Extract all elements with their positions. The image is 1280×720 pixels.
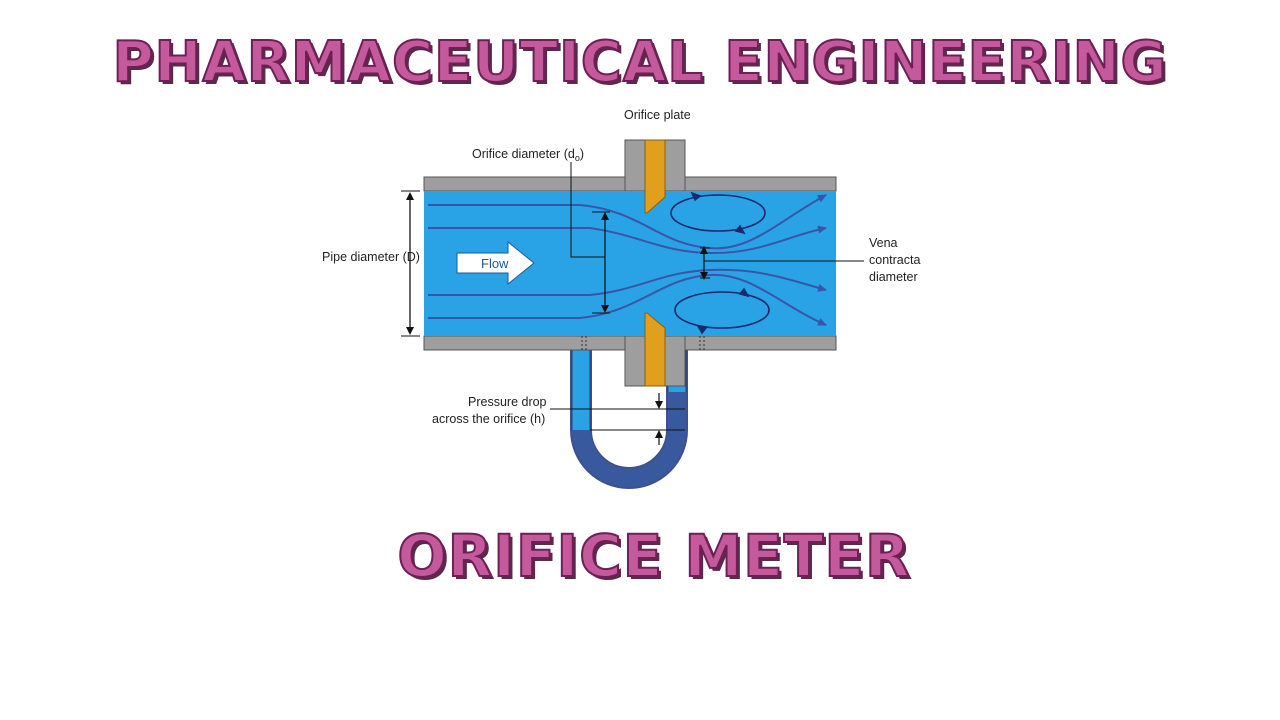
vena-contracta-label-2: contracta [869, 253, 920, 267]
page-title: PHARMACEUTICAL ENGINEERING [112, 29, 1168, 96]
pipe-wall [423, 139, 837, 387]
eddy-vortices [670, 191, 770, 335]
diagram-title: ORIFICE METER [396, 521, 911, 591]
pipe-diameter-label: Pipe diameter (D) [322, 250, 420, 264]
vena-contracta-label-1: Vena [869, 236, 898, 250]
pressure-drop-dimension [550, 393, 685, 445]
vena-contracta-dimension [700, 246, 864, 280]
flow-label: Flow [481, 256, 509, 271]
orifice-meter-diagram: Flow Pipe diameter (D) Orifice diameter … [322, 108, 920, 489]
orifice-plate-label: Orifice plate [624, 108, 691, 122]
vena-contracta-label-3: diameter [869, 270, 918, 284]
pipe-diameter-dimension [401, 190, 420, 337]
manometer-left-fluid [572, 348, 590, 430]
orifice-plate [644, 139, 666, 387]
orifice-diameter-label: Orifice diameter (do) [472, 147, 584, 163]
pressure-drop-label-1: Pressure drop [468, 395, 547, 409]
pressure-drop-label-2: across the orifice (h) [432, 412, 545, 426]
orifice-diameter-dimension [570, 162, 610, 314]
flow-arrow [456, 240, 535, 286]
